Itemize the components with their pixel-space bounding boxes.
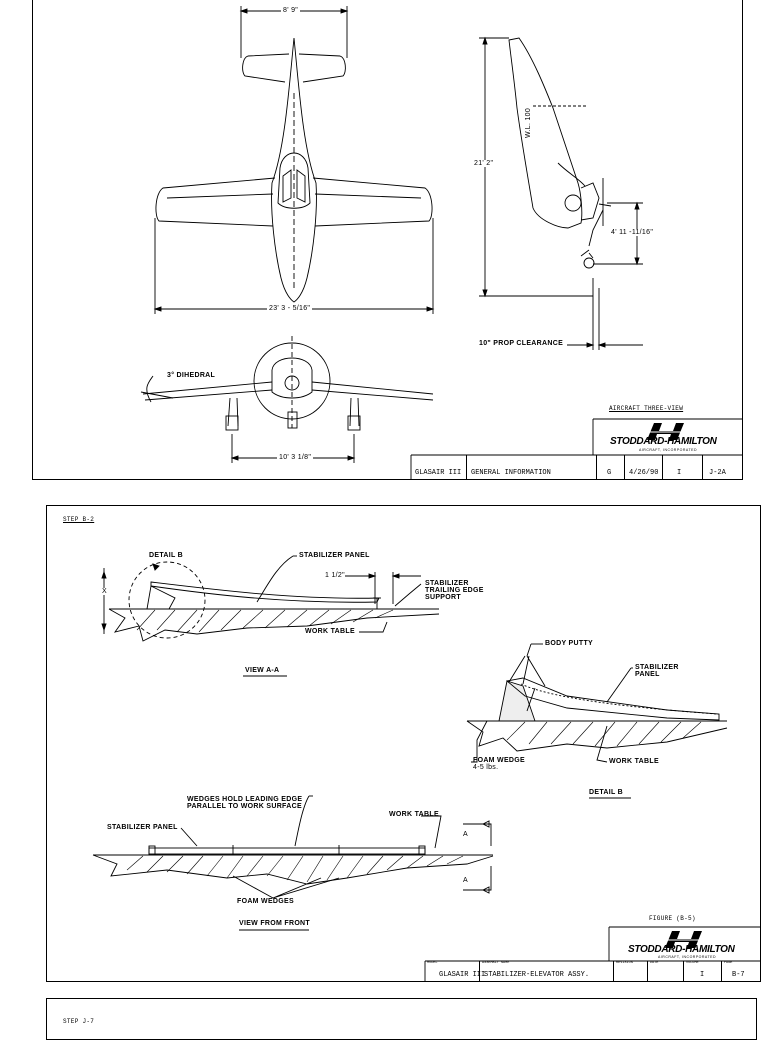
dim-wl: W.L. 100 <box>525 107 532 138</box>
label-work-table-2: WORK TABLE <box>609 758 659 765</box>
h-logo-icon-2 <box>662 931 708 948</box>
logo-subtitle-2: AIRCRAFT, INCORPORATED <box>658 955 716 959</box>
label-wedges-hold: WEDGES HOLD LEADING EDGE PARALLEL TO WOR… <box>187 796 303 810</box>
label-stabilizer-panel: STABILIZER PANEL <box>299 552 370 559</box>
sheet-three-view: 8' 9" 23' 3 - 5/16" 21' 2" W.L. 100 4' 1… <box>32 0 743 480</box>
label-gap: 1 1/2" <box>325 572 345 579</box>
label-detail-b-callout: DETAIL B <box>149 552 184 559</box>
logo-name: STODDARD-HAMILTON <box>610 436 717 447</box>
view-aa-drawing <box>101 555 440 677</box>
dim-wingspan: 23' 3 - 5/16" <box>267 305 313 312</box>
label-work-table-1: WORK TABLE <box>305 628 355 635</box>
tb-model: GLASAIR III <box>415 469 462 477</box>
tb-revision: G <box>596 455 624 479</box>
label-work-table-3: WORK TABLE <box>389 811 439 818</box>
label-stabilizer-panel-3: STABILIZER PANEL <box>107 824 178 831</box>
tb-page: J-2A <box>702 455 742 479</box>
detail-b-drawing <box>466 643 728 799</box>
sheet-step-j7: STEP J-7 <box>46 998 757 1040</box>
label-foam-wedges: FOAM WEDGES <box>237 898 294 905</box>
logo-name-2: STODDARD-HAMILTON <box>628 944 735 955</box>
tb-date: 4/26/90 <box>624 455 662 479</box>
h-logo-icon <box>644 423 690 440</box>
dim-prop-clearance: 10" PROP CLEARANCE <box>479 340 564 347</box>
label-foam-wedge: FOAM WEDGE 4-5 lbs. <box>473 757 525 771</box>
dim-track: 10' 3 1/8" <box>277 454 314 461</box>
label-section-a-top: A <box>463 831 468 838</box>
dim-prop-height: 4' 11 -11/16" <box>611 229 654 236</box>
figure-number: FIGURE (B-5) <box>649 915 696 922</box>
sheet-title: AIRCRAFT THREE-VIEW <box>609 405 684 412</box>
label-section-a-bottom: A <box>463 877 468 884</box>
label-view-front: VIEW FROM FRONT <box>239 920 310 927</box>
label-view-aa: VIEW A-A <box>245 667 280 674</box>
step-label: STEP B-2 <box>63 516 95 523</box>
title-block-row: GLASAIR III GENERAL INFORMATION G 4/26/9… <box>411 455 742 479</box>
tb-volume: I <box>662 455 702 479</box>
label-trailing-edge: STABILIZER TRAILING EDGE SUPPORT <box>425 580 484 601</box>
label-x: X <box>102 588 107 595</box>
dim-dihedral: 3° DIHEDRAL <box>167 372 216 379</box>
dim-length: 21' 2" <box>474 160 494 167</box>
label-detail-b: DETAIL B <box>589 789 624 796</box>
sheet-stabilizer: STEP B-2 <box>46 505 761 982</box>
logo-block-2: STODDARD-HAMILTON AIRCRAFT, INCORPORATED <box>610 928 760 961</box>
logo-block: STODDARD-HAMILTON AIRCRAFT, INCORPORATED <box>594 420 741 454</box>
front-view-aircraft <box>140 336 434 463</box>
tb2-revision: REVISION <box>613 961 647 981</box>
label-stabilizer-panel-2: STABILIZER PANEL <box>635 664 679 678</box>
logo-subtitle: AIRCRAFT, INCORPORATED <box>639 448 697 452</box>
side-view-aircraft <box>479 36 643 350</box>
dim-span-top: 8' 9" <box>281 7 301 14</box>
stabilizer-drawing <box>92 555 760 981</box>
step-label-3: STEP J-7 <box>63 1018 95 1025</box>
top-view-aircraft <box>153 6 435 314</box>
tb2-date: DATE <box>647 961 683 981</box>
label-body-putty: BODY PUTTY <box>545 640 593 647</box>
view-front-drawing <box>92 795 494 931</box>
tb-assembly: GENERAL INFORMATION <box>466 455 596 479</box>
